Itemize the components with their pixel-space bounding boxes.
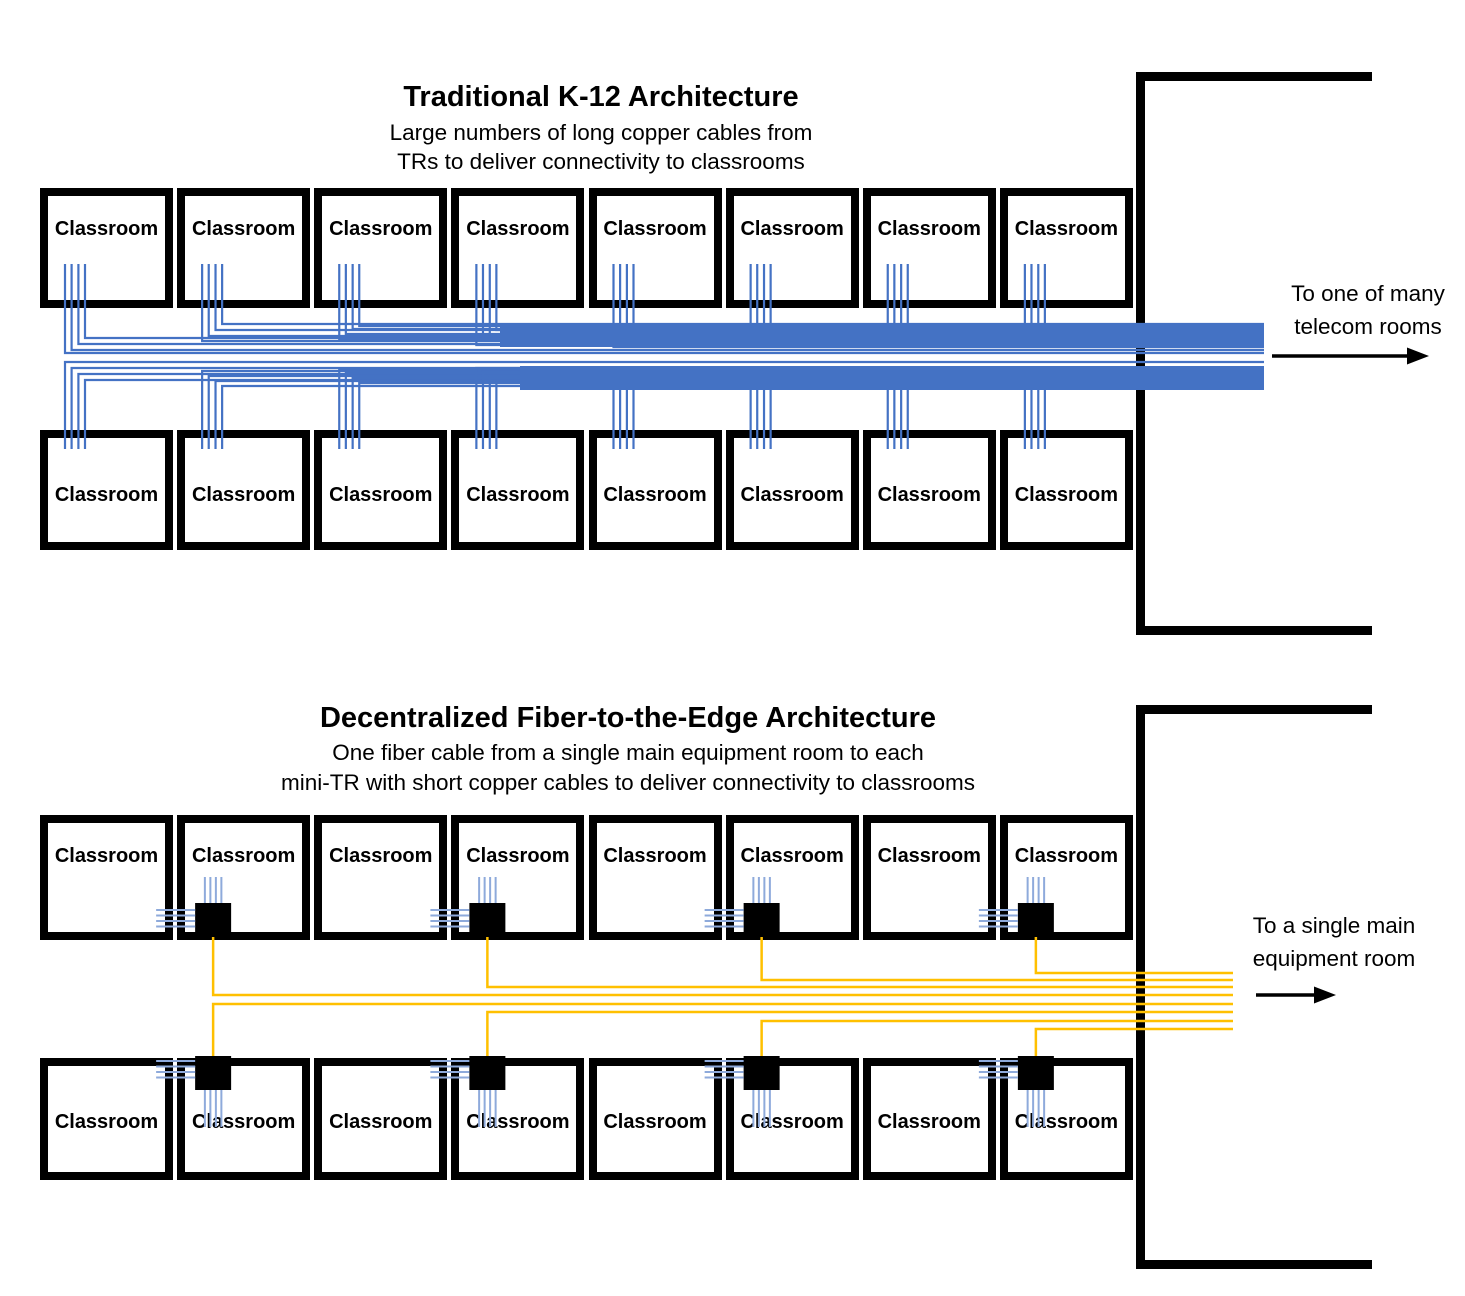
- classroom-label: Classroom: [54, 484, 159, 506]
- classroom-box: Classroom: [725, 1058, 859, 1180]
- classroom-label: Classroom: [740, 1111, 844, 1133]
- classroom-box: Classroom: [588, 815, 722, 940]
- classroom-label: Classroom: [54, 218, 159, 240]
- classroom-box: Classroom: [40, 815, 173, 940]
- classroom-label: Classroom: [466, 1111, 570, 1133]
- classroom-label: Classroom: [329, 484, 433, 506]
- classroom-box: Classroom: [451, 1058, 585, 1180]
- classroom-label: Classroom: [603, 218, 707, 240]
- classroom-label: Classroom: [877, 1111, 981, 1133]
- classroom-box: Classroom: [40, 1058, 173, 1180]
- classroom-box: Classroom: [725, 815, 859, 940]
- classroom-box: Classroom: [177, 430, 311, 550]
- classroom-box: Classroom: [451, 815, 585, 940]
- bottom-destination-line1: To a single main: [1252, 913, 1416, 938]
- classroom-label: Classroom: [740, 845, 844, 867]
- ftte-classroom-row-upper: Classroom Classroom Classroom Classroom Clas…: [40, 815, 1138, 940]
- classroom-label: Classroom: [466, 845, 570, 867]
- classroom-label: Classroom: [603, 484, 707, 506]
- classroom-box: Classroom: [314, 815, 448, 940]
- classroom-box: Classroom: [314, 430, 448, 550]
- copper-bundles: [500, 325, 1264, 390]
- classroom-box: Classroom: [999, 188, 1133, 308]
- classroom-label: Classroom: [191, 484, 296, 506]
- classroom-label: Classroom: [466, 484, 570, 506]
- classroom-box: Classroom: [588, 430, 722, 550]
- ftte-classroom-row-lower: Classroom Classroom Classroom Classroom Clas…: [40, 1058, 1138, 1180]
- classroom-box: Classroom: [177, 815, 311, 940]
- classroom-box: Classroom: [862, 1058, 996, 1180]
- bottom-diagram-subtitle-line1: One fiber cable from a single main equip…: [332, 740, 924, 765]
- right-arrow-icon-top: [1272, 347, 1429, 365]
- classroom-box: Classroom: [314, 188, 448, 308]
- classroom-box: Classroom: [999, 1058, 1133, 1180]
- classroom-label: Classroom: [877, 484, 981, 506]
- bottom-diagram-title: Decentralized Fiber-to-the-Edge Architec…: [319, 702, 937, 734]
- corridor-walls: [1136, 72, 1372, 1269]
- classroom-label: Classroom: [191, 218, 296, 240]
- classroom-box: Classroom: [862, 430, 996, 550]
- classroom-label: Classroom: [329, 218, 433, 240]
- classroom-label: Classroom: [877, 845, 981, 867]
- classroom-label: Classroom: [466, 218, 570, 240]
- classroom-box: Classroom: [314, 1058, 448, 1180]
- top-diagram-subtitle-line2: TRs to deliver connectivity to classroom…: [397, 149, 805, 174]
- classroom-box: Classroom: [451, 188, 585, 308]
- classroom-box: Classroom: [588, 188, 722, 308]
- classroom-box: Classroom: [725, 188, 859, 308]
- classroom-box: Classroom: [40, 430, 173, 550]
- classroom-label: Classroom: [1014, 218, 1119, 240]
- classroom-label: Classroom: [329, 845, 433, 867]
- classroom-label: Classroom: [191, 1111, 296, 1133]
- classroom-box: Classroom: [725, 430, 859, 550]
- classroom-label: Classroom: [1014, 1111, 1119, 1133]
- trad-classroom-row-lower: Classroom Classroom Classroom Classroom Clas…: [40, 430, 1138, 550]
- trad-classroom-row-upper: Classroom Classroom Classroom Classroom Clas…: [40, 188, 1138, 308]
- classroom-box: Classroom: [451, 430, 585, 550]
- right-arrow-icon-bottom: [1256, 986, 1336, 1004]
- classroom-box: Classroom: [177, 1058, 311, 1180]
- classroom-label: Classroom: [877, 218, 981, 240]
- bottom-destination-line2: equipment room: [1252, 946, 1416, 971]
- classroom-box: Classroom: [999, 430, 1133, 550]
- classroom-label: Classroom: [1014, 845, 1119, 867]
- classroom-label: Classroom: [603, 845, 707, 867]
- classroom-box: Classroom: [862, 815, 996, 940]
- classroom-label: Classroom: [191, 845, 296, 867]
- classroom-label: Classroom: [740, 484, 844, 506]
- classroom-box: Classroom: [588, 1058, 722, 1180]
- fiber-cables: [211, 935, 1233, 1058]
- classroom-label: Classroom: [329, 1111, 433, 1133]
- top-destination-label: To one of many telecom rooms: [1262, 277, 1465, 343]
- classroom-box: Classroom: [177, 188, 311, 308]
- classroom-box: Classroom: [40, 188, 173, 308]
- bottom-diagram-subtitle-line2: mini-TR with short copper cables to deli…: [280, 770, 975, 795]
- classroom-label: Classroom: [54, 1111, 159, 1133]
- top-diagram-title: Traditional K-12 Architecture: [403, 81, 799, 113]
- classroom-box: Classroom: [862, 188, 996, 308]
- top-destination-line2: telecom rooms: [1294, 314, 1442, 339]
- bottom-destination-label: To a single main equipment room: [1238, 909, 1430, 975]
- classroom-box: Classroom: [999, 815, 1133, 940]
- classroom-label: Classroom: [1014, 484, 1119, 506]
- classroom-label: Classroom: [740, 218, 844, 240]
- top-diagram-subtitle-line1: Large numbers of long copper cables from: [389, 120, 813, 145]
- top-destination-line1: To one of many: [1291, 281, 1445, 306]
- classroom-label: Classroom: [54, 845, 159, 867]
- classroom-label: Classroom: [603, 1111, 707, 1133]
